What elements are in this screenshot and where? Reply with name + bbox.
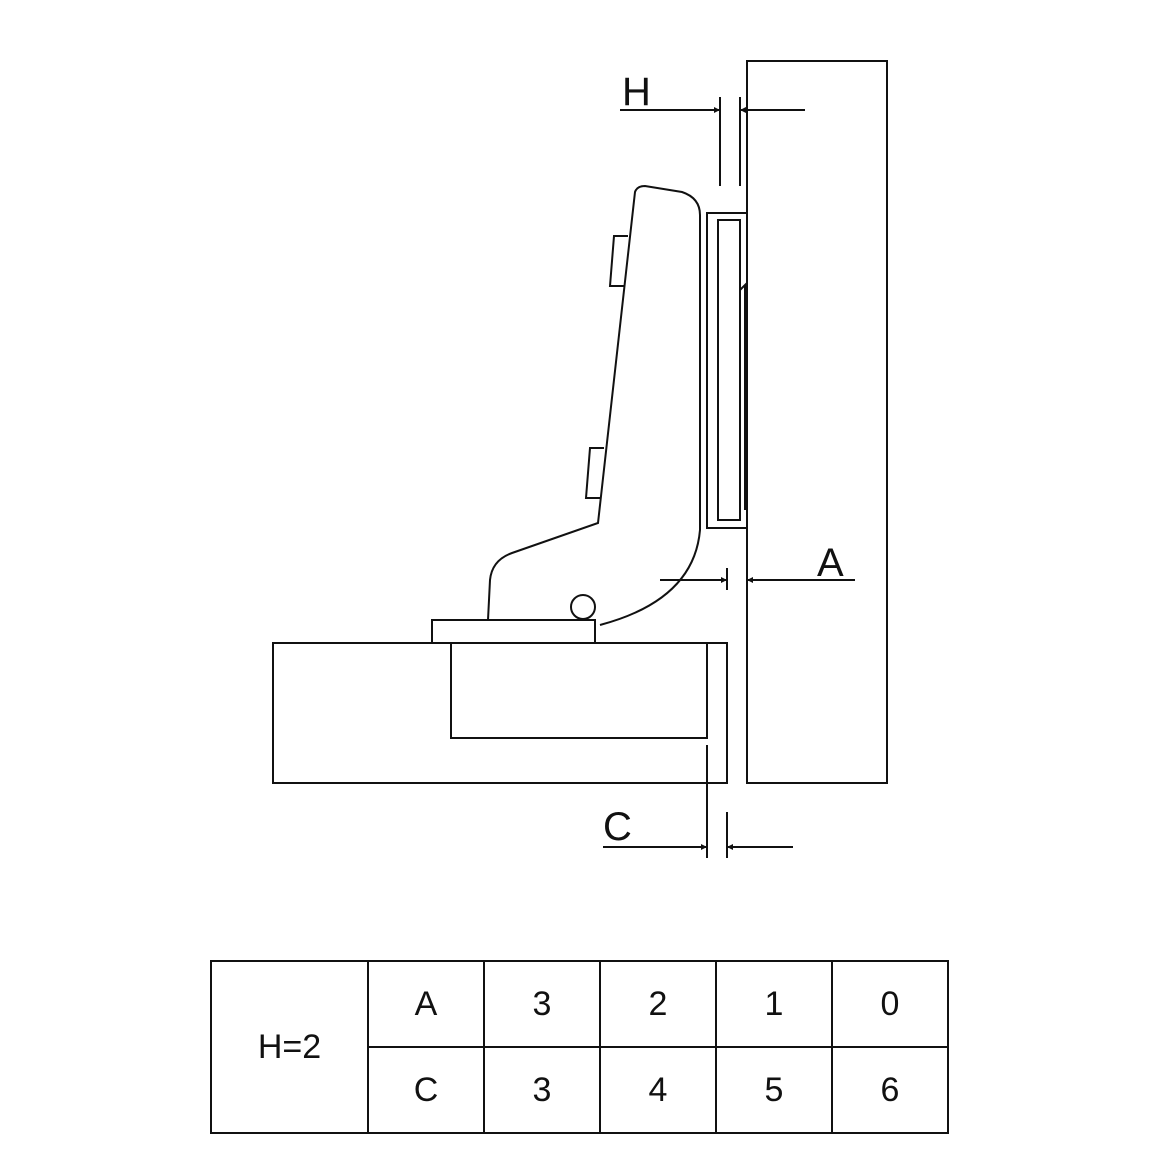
table-row: C 3 4 5 6	[211, 1046, 949, 1134]
door-plate	[706, 212, 748, 529]
row-label-c: C	[367, 1046, 485, 1134]
pivot-pin	[570, 594, 596, 620]
table-cell: 2	[599, 960, 717, 1048]
table-cell: 3	[483, 960, 601, 1048]
label-c: C	[603, 805, 632, 849]
label-a: A	[817, 541, 844, 585]
table-cell: 6	[831, 1046, 949, 1134]
dimension-a	[660, 568, 855, 590]
table-row: H=2 A 3 2 1 0	[210, 960, 949, 1134]
h-value-cell: H=2	[210, 960, 369, 1134]
hinge-arm	[487, 184, 701, 626]
table-cell: 5	[715, 1046, 833, 1134]
mounting-plate	[431, 619, 596, 644]
hinge-diagram: H A C	[272, 60, 888, 858]
door-panel	[746, 60, 888, 784]
dimension-c	[603, 745, 793, 858]
table-cell: 4	[599, 1046, 717, 1134]
dimension-h	[620, 97, 805, 186]
cabinet-panel	[272, 642, 728, 784]
spec-table: H=2 A 3 2 1 0 C 3 4 5 6	[210, 960, 949, 1134]
hinge-cup	[450, 642, 708, 739]
table-cell: 0	[831, 960, 949, 1048]
table-cell: 3	[483, 1046, 601, 1134]
label-h: H	[622, 70, 651, 114]
table-cell: 1	[715, 960, 833, 1048]
row-label-a: A	[367, 960, 485, 1048]
